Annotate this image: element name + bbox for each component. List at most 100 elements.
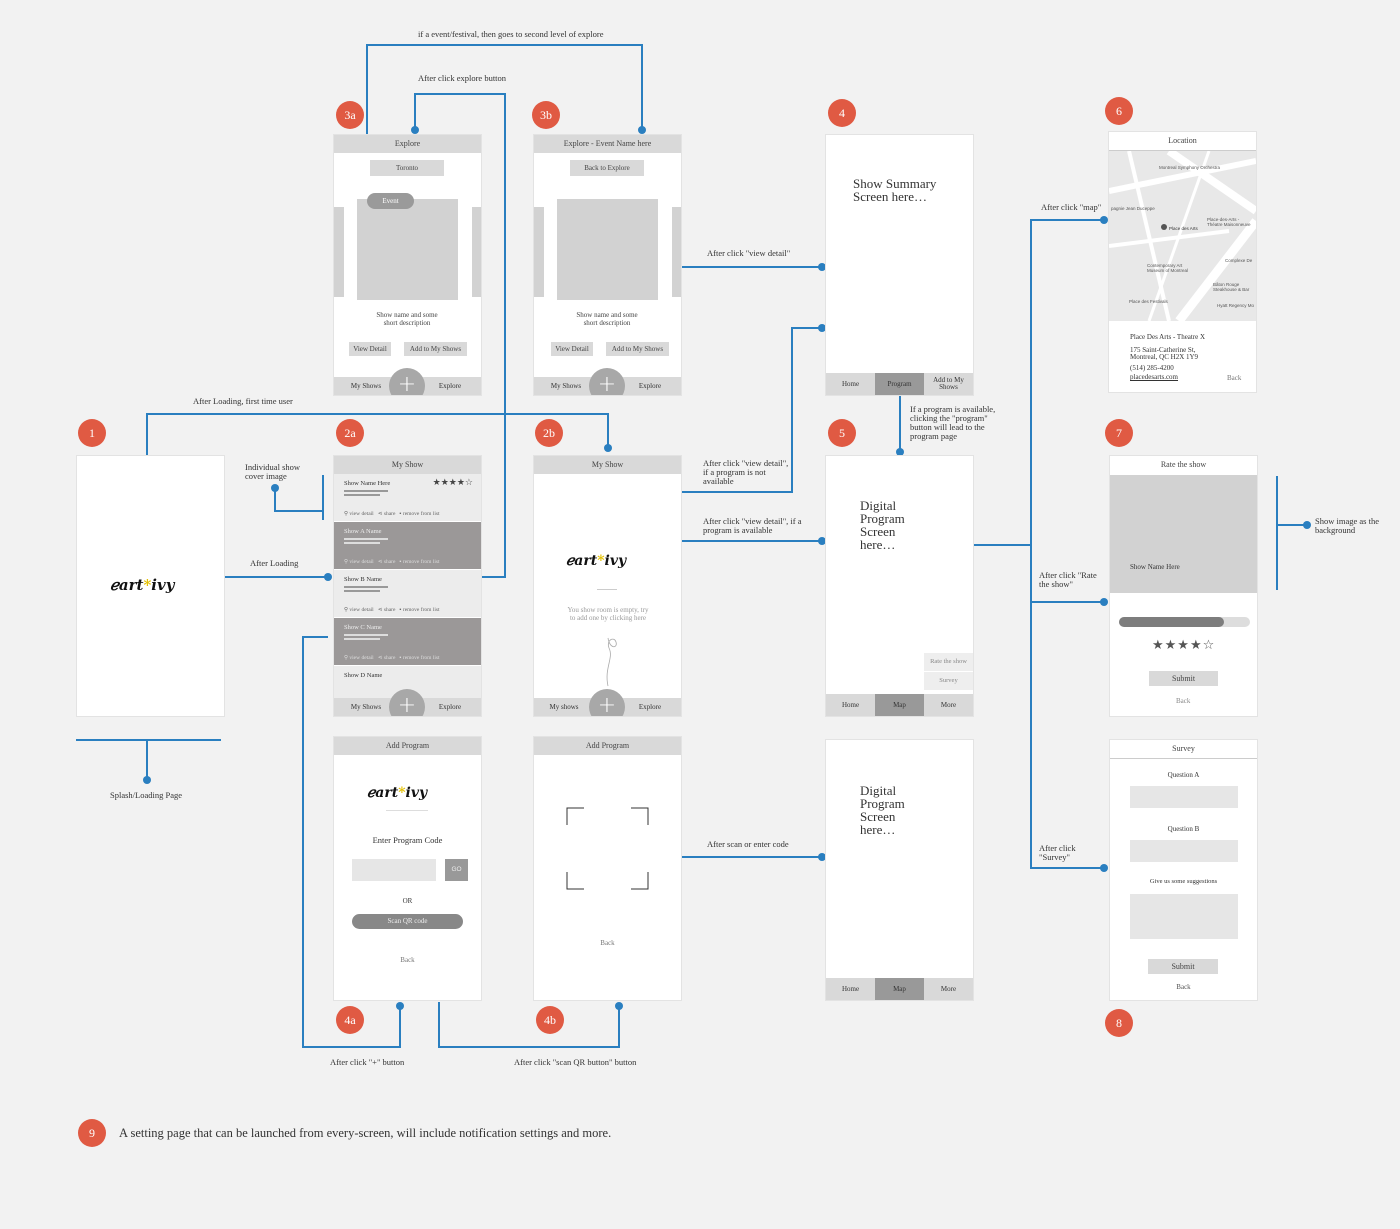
back-button[interactable]: Back <box>1176 983 1191 991</box>
nav-explore[interactable]: Explore <box>638 382 662 390</box>
back-button[interactable]: Back <box>400 956 415 964</box>
label-click-map: After click "map" <box>1041 202 1102 212</box>
scan-qr-button[interactable]: Scan QR code <box>352 914 463 929</box>
or-divider: OR <box>402 897 413 905</box>
nav-my-shows[interactable]: My Shows <box>550 382 582 390</box>
nav-home[interactable]: Home <box>841 701 860 709</box>
nav-explore[interactable]: Explore <box>438 703 462 711</box>
row-actions: ⚲ view detail ⋖ share ▪ remove from list <box>344 511 440 517</box>
program-code-input[interactable] <box>352 859 436 881</box>
remove-link[interactable]: remove from list <box>402 607 440 613</box>
map-label: Hyatt Regency Mo <box>1217 303 1255 308</box>
add-button[interactable]: + <box>589 689 625 716</box>
city-selector[interactable]: Toronto <box>370 160 444 176</box>
rating-stars[interactable]: ★★★★☆ <box>1152 638 1216 653</box>
map[interactable]: Montreal Symphony Orchestra pagnie Jean … <box>1109 151 1256 321</box>
carousel-next[interactable] <box>472 207 481 297</box>
question-a-input[interactable] <box>1130 786 1238 808</box>
show-card-image[interactable] <box>557 199 658 300</box>
show-card-image[interactable] <box>357 199 458 300</box>
add-button[interactable]: + <box>389 368 425 395</box>
nav-more[interactable]: More <box>940 701 957 709</box>
list-item[interactable]: Show B Name ⚲ view detail ⋖ share ▪ remo… <box>334 570 481 617</box>
view-detail-button[interactable]: View Detail <box>349 342 391 356</box>
summary-nav: Home Program Add to My Shows <box>826 373 973 395</box>
rate-show-menu-item[interactable]: Rate the show <box>924 653 973 671</box>
carousel-prev[interactable] <box>534 207 544 297</box>
map-label: pagnie Jean Duceppe <box>1111 206 1155 211</box>
badge-4: 4 <box>828 99 856 127</box>
text-line <box>344 542 380 544</box>
nav-explore[interactable]: Explore <box>438 382 462 390</box>
screen-location: Location Montreal Symphony Orchestra pag… <box>1109 132 1256 392</box>
view-detail-button[interactable]: View Detail <box>551 342 593 356</box>
explore-header: Explore <box>334 135 481 153</box>
scan-header: Add Program <box>534 737 681 755</box>
nav-my-shows[interactable]: My Shows <box>350 382 382 390</box>
share-link[interactable]: share <box>383 655 396 661</box>
question-a-label: Question A <box>1167 771 1200 779</box>
website-link[interactable]: placedesarts.com <box>1130 373 1179 381</box>
rating-slider-track[interactable] <box>1119 617 1250 627</box>
back-button[interactable]: Back <box>600 939 615 947</box>
nav-my-shows[interactable]: My shows <box>549 703 579 711</box>
nav-explore[interactable]: Explore <box>638 703 662 711</box>
text-line <box>344 634 388 636</box>
back-button[interactable]: Back <box>1227 374 1242 382</box>
program-nav: Home Map More <box>826 694 973 716</box>
question-b-input[interactable] <box>1130 840 1238 862</box>
submit-button[interactable]: Submit <box>1148 959 1218 974</box>
badge-8: 8 <box>1105 1009 1133 1037</box>
remove-link[interactable]: remove from list <box>402 655 440 661</box>
view-detail-link[interactable]: view detail <box>349 559 374 565</box>
list-item[interactable]: Show Name Here ★★★★☆ ⚲ view detail ⋖ sha… <box>334 474 481 521</box>
rating-slider-fill <box>1119 617 1224 627</box>
badge-9: 9 <box>78 1119 106 1147</box>
nav-map[interactable]: Map <box>875 978 924 1000</box>
badge-2a: 2a <box>336 419 364 447</box>
label-first-time: After Loading, first time user <box>193 396 293 406</box>
scan-frame-icon <box>566 807 649 890</box>
back-button[interactable]: Back <box>1176 697 1191 705</box>
screen-rate-show: Rate the show Show Name Here ★★★★☆ Submi… <box>1110 456 1257 716</box>
submit-button[interactable]: Submit <box>1149 671 1218 686</box>
view-detail-link[interactable]: view detail <box>349 607 374 613</box>
show-name: Show A Name <box>344 528 382 535</box>
nav-map[interactable]: Map <box>875 694 924 716</box>
view-detail-link[interactable]: view detail <box>349 655 374 661</box>
text-line <box>344 494 380 496</box>
carousel-next[interactable] <box>672 207 681 297</box>
badge-5: 5 <box>828 419 856 447</box>
row-actions: ⚲ view detail ⋖ share ▪ remove from list <box>344 607 440 613</box>
nav-program[interactable]: Program <box>875 373 924 395</box>
share-link[interactable]: share <box>383 511 396 517</box>
nav-more[interactable]: More <box>940 985 957 993</box>
share-link[interactable]: share <box>383 607 396 613</box>
enter-code-label: Enter Program Code <box>372 835 443 845</box>
label-plus-button: After click "+" button <box>330 1057 405 1067</box>
add-to-my-shows-button[interactable]: Add to My Shows <box>606 342 669 356</box>
go-button[interactable]: GO <box>445 859 468 881</box>
remove-link[interactable]: remove from list <box>402 511 440 517</box>
view-detail-link[interactable]: view detail <box>349 511 374 517</box>
nav-home[interactable]: Home <box>841 380 860 388</box>
screen-digital-program: Digital Program Screen here… Rate the sh… <box>826 456 973 716</box>
list-item[interactable]: Show A Name ⚲ view detail ⋖ share ▪ remo… <box>334 522 481 569</box>
badge-2b: 2b <box>535 419 563 447</box>
nav-add-to-my-shows[interactable]: Add to My Shows <box>933 376 964 391</box>
remove-link[interactable]: remove from list <box>402 559 440 565</box>
nav-home[interactable]: Home <box>841 985 860 993</box>
list-item[interactable]: Show C Name ⚲ view detail ⋖ share ▪ remo… <box>334 618 481 665</box>
carousel-prev[interactable] <box>334 207 344 297</box>
add-to-my-shows-button[interactable]: Add to My Shows <box>404 342 467 356</box>
back-to-explore-button[interactable]: Back to Explore <box>570 160 644 176</box>
share-link[interactable]: share <box>383 559 396 565</box>
screen-digital-program-2: Digital Program Screen here… Home Map Mo… <box>826 740 973 1000</box>
suggestions-textarea[interactable] <box>1130 894 1238 939</box>
survey-menu-item[interactable]: Survey <box>924 672 973 690</box>
screen-explore: Explore Toronto Event Show name and some… <box>334 135 481 395</box>
add-button[interactable]: + <box>389 689 425 716</box>
nav-my-shows[interactable]: My Shows <box>350 703 382 711</box>
add-button[interactable]: + <box>589 368 625 395</box>
